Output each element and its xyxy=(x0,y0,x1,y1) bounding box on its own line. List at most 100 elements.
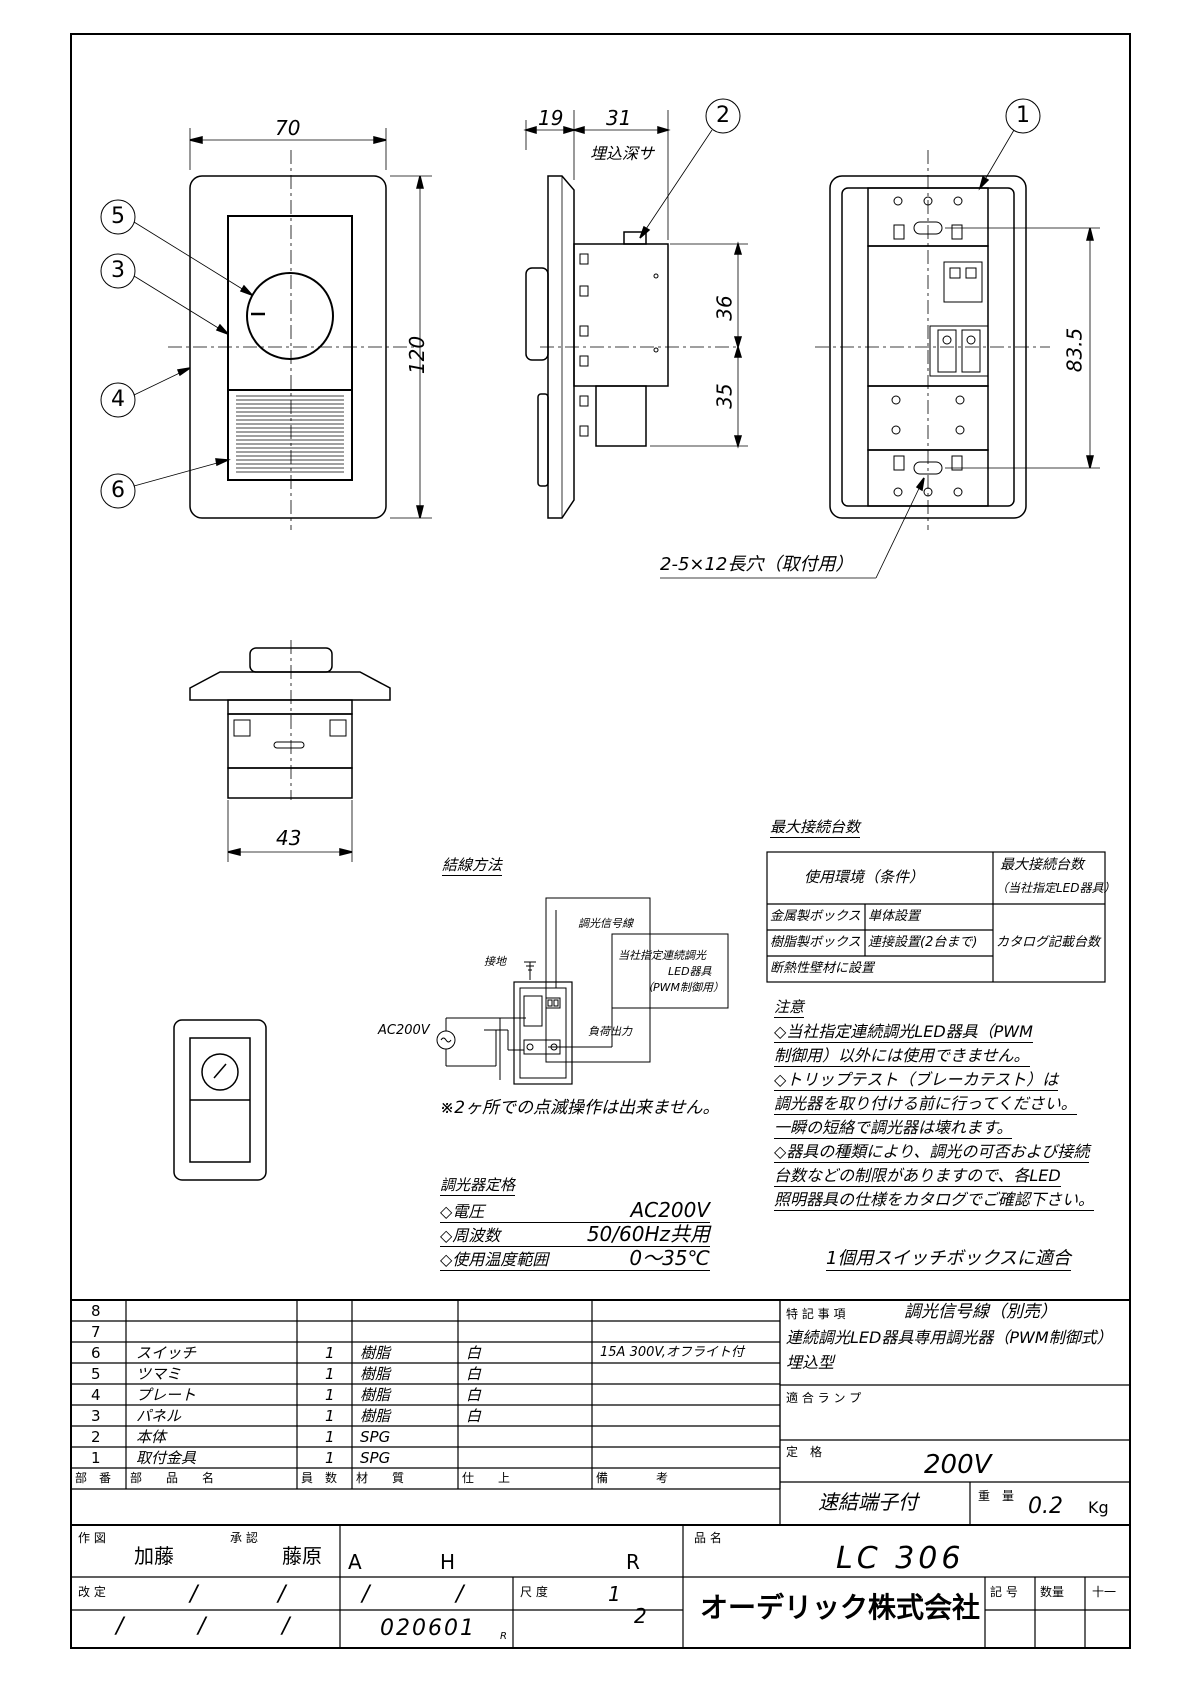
callout-2: 2 xyxy=(716,103,730,128)
note-line: ◇トリップテスト（ブレーカテスト）は xyxy=(774,1070,1059,1091)
max-conn-value: カタログ記載台数 xyxy=(996,935,1101,950)
rev-label: 改 定 xyxy=(78,1585,106,1599)
max-conn-h-env: 使用環境（条件） xyxy=(804,868,925,886)
name-label: 品 名 xyxy=(694,1531,722,1545)
product-code: LC 306 xyxy=(836,1541,965,1576)
part-no: 8 xyxy=(91,1302,101,1320)
part-no: 6 xyxy=(91,1344,101,1362)
parts-header-no: 部 番 xyxy=(75,1471,112,1485)
callout-6: 6 xyxy=(111,478,125,503)
part-mat: SPG xyxy=(360,1428,391,1446)
part-no: 2 xyxy=(91,1428,101,1446)
code-a: A xyxy=(348,1550,362,1574)
special-l1: 調光信号線（別売） xyxy=(904,1302,1057,1322)
wiring-fixture1: 当社指定連続調光 xyxy=(618,949,706,962)
callout-4: 4 xyxy=(111,387,125,412)
rear-view xyxy=(660,98,1100,579)
part-no: 4 xyxy=(91,1386,101,1404)
rating-val: 0～35℃ xyxy=(629,1246,710,1270)
note-line: ◇当社指定連続調光LED器具（PWM xyxy=(774,1022,1033,1043)
part-qty: 1 xyxy=(325,1386,335,1404)
parts-header-rem: 備 考 xyxy=(596,1471,669,1485)
part-qty: 1 xyxy=(325,1365,335,1383)
dim-35: 35 xyxy=(712,383,737,409)
max-conn-h-max2: （当社指定LED器具） xyxy=(996,881,1116,895)
callout-1: 1 xyxy=(1016,103,1030,128)
part-no: 7 xyxy=(91,1323,101,1341)
front-view xyxy=(100,128,432,530)
part-no: 3 xyxy=(91,1407,101,1425)
extra-mark: 十一 xyxy=(1092,1585,1117,1599)
max-conn-h-max1: 最大接続台数 xyxy=(1000,857,1084,873)
depth-label: 埋込深サ xyxy=(590,144,655,163)
scale-num: 1 xyxy=(608,1582,621,1606)
dim-31: 31 xyxy=(606,106,632,130)
slash: / xyxy=(362,1582,370,1607)
rating-label: 定 格 xyxy=(786,1445,823,1459)
note-line: 台数などの制限がありますので、各LED xyxy=(774,1166,1061,1187)
max-conn-row2-cond: 連接設置(2台まで) xyxy=(868,935,978,950)
part-no: 1 xyxy=(91,1449,101,1467)
weight-unit: Kg xyxy=(1088,1498,1109,1517)
rating-key: ◇使用温度範囲 xyxy=(440,1252,710,1271)
note-line: 制御用）以外には使用できません。 xyxy=(774,1046,1030,1067)
special-l2: 連続調光LED器具専用調光器（PWM制御式） xyxy=(786,1328,1113,1347)
dim-70: 70 xyxy=(275,116,301,140)
rating-val: AC200V xyxy=(630,1198,710,1222)
part-mat: 樹脂 xyxy=(360,1344,391,1362)
callout-3: 3 xyxy=(111,258,125,283)
wiring-note: ※2ヶ所での点滅操作は出来ません。 xyxy=(440,1098,720,1118)
callout-5: 5 xyxy=(111,204,125,229)
code-label: 記 号 xyxy=(990,1585,1018,1599)
switchbox-note: 1個用スイッチボックスに適合 xyxy=(826,1248,1071,1271)
part-name: 本体 xyxy=(136,1428,167,1446)
side-view xyxy=(523,98,748,519)
note-line: 一瞬の短絡で調光器は壊れます。 xyxy=(774,1118,1013,1139)
parts-header-mat: 材 質 xyxy=(356,1471,405,1485)
slash: / xyxy=(278,1582,286,1607)
part-qty: 1 xyxy=(325,1407,335,1425)
approved-label: 承 認 xyxy=(230,1531,258,1545)
dim-120: 120 xyxy=(405,335,430,375)
part-name: スイッチ xyxy=(136,1344,197,1362)
part-mat: 樹脂 xyxy=(360,1386,391,1404)
parts-header-fin: 仕 上 xyxy=(462,1471,511,1485)
part-name: プレート xyxy=(136,1386,197,1404)
wiring-fixture3: （PWM制御用） xyxy=(642,981,725,994)
dim-36: 36 xyxy=(712,295,737,321)
part-mat: 樹脂 xyxy=(360,1365,391,1383)
max-conn-table xyxy=(766,851,1106,983)
qty-label: 数量 xyxy=(1040,1585,1065,1599)
wiring-signal: 調光信号線 xyxy=(578,917,633,930)
parts-header-name: 部 品 名 xyxy=(130,1471,215,1485)
rating-key: ◇電圧 xyxy=(440,1204,710,1223)
part-no: 5 xyxy=(91,1365,101,1383)
part-rem: 15A 300V,オフライト付 xyxy=(600,1345,744,1360)
parts-header-qty: 員 数 xyxy=(301,1471,338,1485)
wiring-load: 負荷出力 xyxy=(588,1025,632,1038)
weight-label: 重 量 xyxy=(978,1489,1015,1503)
lamp-label: 適 合 ラ ン プ xyxy=(786,1391,862,1405)
max-conn-title: 最大接続台数 xyxy=(770,818,861,838)
rating-title: 調光器定格 xyxy=(440,1176,516,1196)
scale-den: 2 xyxy=(634,1604,647,1628)
date-value: 020601 xyxy=(380,1616,476,1641)
wiring-ground: 接地 xyxy=(484,955,506,968)
company-name: オーデリック株式会社 xyxy=(700,1591,981,1624)
part-mat: 樹脂 xyxy=(360,1407,391,1425)
slot-note: 2-5×12長穴（取付用） xyxy=(660,554,854,575)
note-line: 調光器を取り付ける前に行ってください。 xyxy=(774,1094,1077,1115)
note-line: 照明器具の仕様をカタログでご確認下さい。 xyxy=(774,1190,1095,1211)
slash: / xyxy=(116,1614,124,1639)
part-qty: 1 xyxy=(325,1428,335,1446)
bottom-table xyxy=(70,1299,1130,1648)
dim-835: 83.5 xyxy=(1062,327,1087,373)
part-fin: 白 xyxy=(466,1407,482,1425)
part-qty: 1 xyxy=(325,1344,335,1362)
rating-val: 50/60Hz共用 xyxy=(586,1222,710,1246)
part-name: パネル xyxy=(136,1407,182,1425)
wiring-fixture2: LED器具 xyxy=(668,965,712,978)
max-conn-row1-box: 金属製ボックス xyxy=(770,909,861,924)
notes-title: 注意 xyxy=(774,998,805,1018)
drawn-label: 作 図 xyxy=(78,1531,106,1545)
